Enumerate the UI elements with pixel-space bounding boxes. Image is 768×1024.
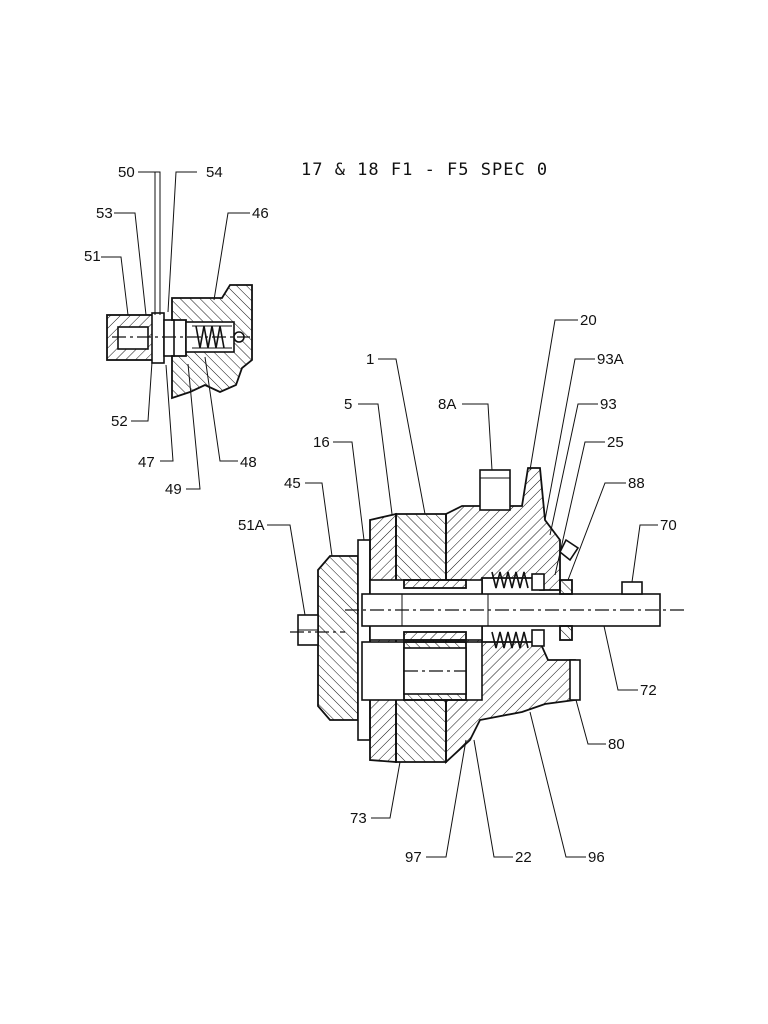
callout-1: 1	[366, 351, 375, 368]
callout-16: 16	[313, 434, 330, 451]
callout-80: 80	[608, 736, 625, 753]
callout-54: 54	[206, 164, 223, 181]
callout-48: 48	[240, 454, 257, 471]
callout-96: 96	[588, 849, 605, 866]
callout-70: 70	[660, 517, 677, 534]
callout-22: 22	[515, 849, 532, 866]
callout-49: 49	[165, 481, 182, 498]
main-pump-assembly	[290, 467, 684, 765]
callout-93a: 93A	[597, 351, 624, 368]
relief-valve-detail	[106, 284, 253, 400]
callout-8a: 8A	[438, 396, 457, 413]
callout-53: 53	[96, 205, 113, 222]
callout-20: 20	[580, 312, 597, 329]
callout-46: 46	[252, 205, 269, 222]
callout-93: 93	[600, 396, 617, 413]
callout-88: 88	[628, 475, 645, 492]
callout-45: 45	[284, 475, 301, 492]
callout-52: 52	[111, 413, 128, 430]
callout-51: 51	[84, 248, 101, 265]
callout-25: 25	[607, 434, 624, 451]
callout-5: 5	[344, 396, 353, 413]
main-assembly-leaders	[267, 319, 658, 858]
drawing-title: 17 & 18 F1 - F5 SPEC 0	[301, 160, 549, 180]
relief-detail-leaders	[101, 171, 250, 490]
callout-73: 73	[350, 810, 367, 827]
callout-97: 97	[405, 849, 422, 866]
callout-72: 72	[640, 682, 657, 699]
callout-47: 47	[138, 454, 155, 471]
callout-50: 50	[118, 164, 135, 181]
callout-51a: 51A	[238, 517, 265, 534]
